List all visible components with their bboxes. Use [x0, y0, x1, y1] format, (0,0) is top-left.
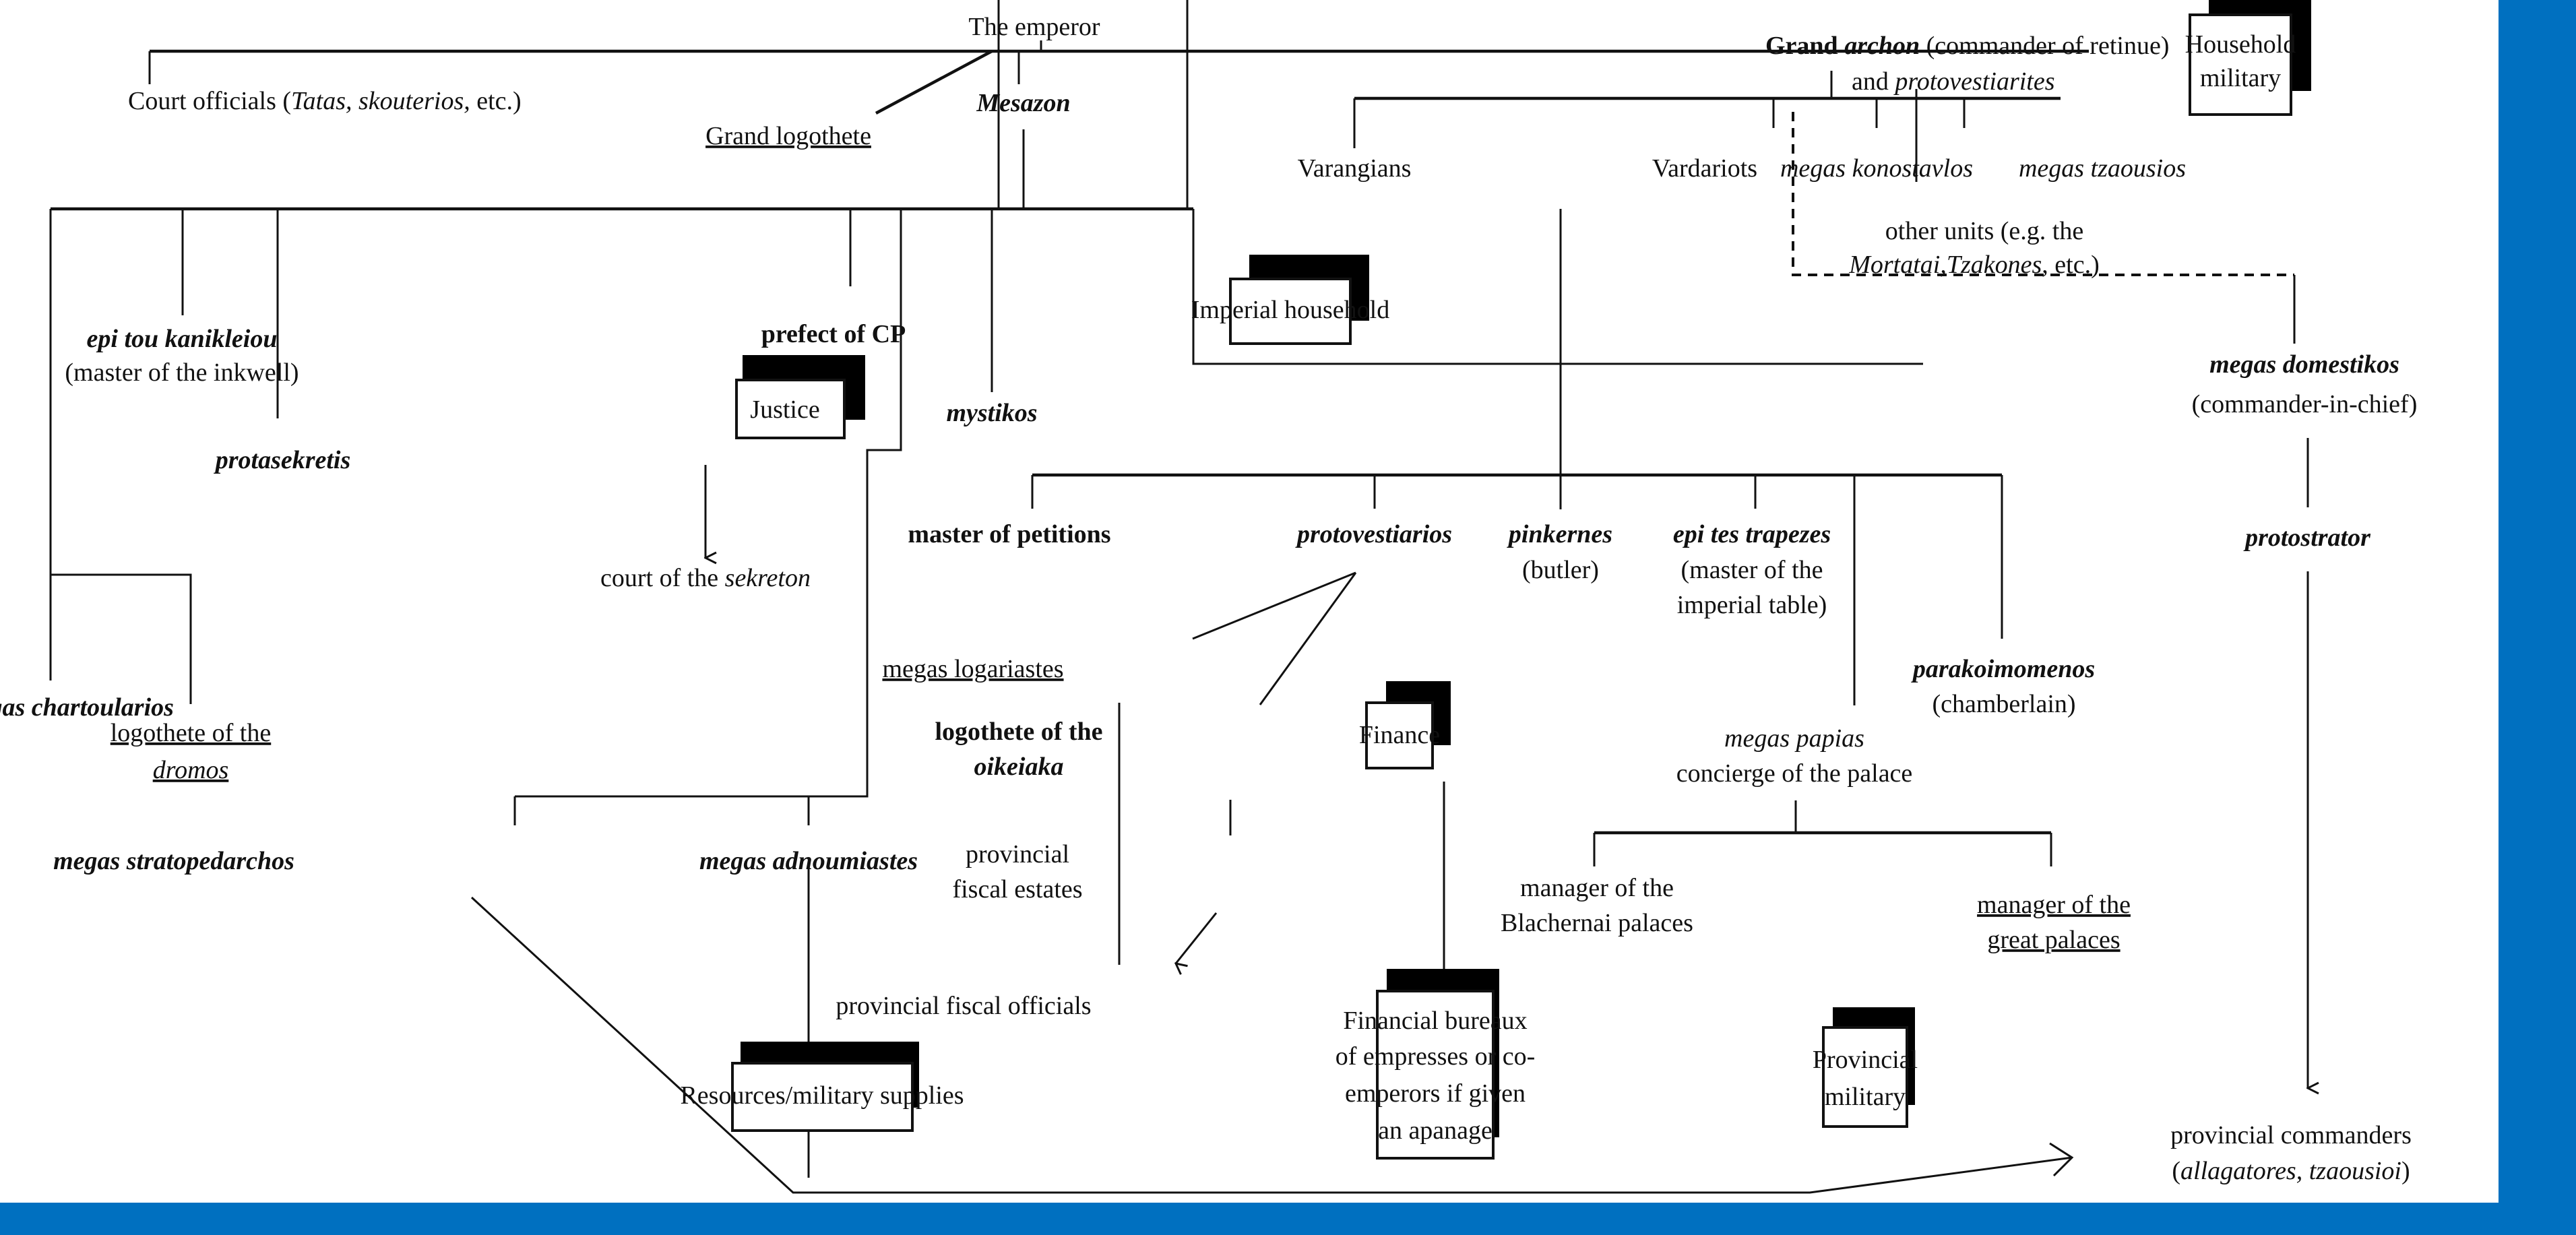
- line-to-grand-logothete: [875, 50, 993, 115]
- svg-text:emperors if given: emperors if given: [1345, 1079, 1526, 1108]
- node-epi-tou-kanikleiou: epi tou kanikleiou: [87, 325, 278, 353]
- svg-text:Justice: Justice: [750, 395, 819, 424]
- node-provincial-commanders-line2: (allagatores, tzaousioi): [2172, 1157, 2410, 1185]
- node-logothete-oikeiaka-line2: oikeiaka: [974, 753, 1064, 781]
- box-provincial-military-line1: Provincial: [1813, 1046, 1918, 1074]
- node-epi-tes-trapezes: epi tes trapezes: [1673, 520, 1831, 548]
- box-finance-label: Finance: [1359, 721, 1440, 749]
- box-imperial-household: Imperial household: [1191, 255, 1389, 345]
- arrow-stratopedarchos-to-commanders: [470, 896, 2073, 1194]
- node-grand-archon: Grand archon (commander of retinue): [1765, 32, 2169, 60]
- svg-text:Finance: Finance: [1359, 721, 1440, 749]
- node-prefect-of-cp: prefect of CP: [761, 320, 906, 348]
- node-grand-logothete: Grand logothete: [705, 122, 871, 150]
- connectors: [49, 0, 2308, 1194]
- node-emperor: The emperor: [968, 13, 1100, 41]
- svg-text:Financial bureaux: Financial bureaux: [1343, 1007, 1527, 1035]
- svg-text:of empresses or co-: of empresses or co-: [1336, 1042, 1536, 1071]
- node-megas-tzaousios: megas tzaousios: [2019, 154, 2186, 183]
- box-finance: Finance: [1359, 681, 1451, 769]
- box-imperial-household-label: Imperial household: [1191, 296, 1389, 324]
- node-epi-tes-trapezes-desc2: imperial table): [1677, 591, 1827, 619]
- nodes: The emperor Court officials (Tatas, skou…: [0, 13, 2417, 1185]
- box-household-military: Household military: [2185, 0, 2311, 116]
- node-parakoimomenos-desc: (chamberlain): [1932, 690, 2075, 718]
- arrow-to-fiscal-officials: [1176, 912, 1218, 963]
- svg-text:Provincial: Provincial: [1813, 1046, 1918, 1074]
- node-manager-blachernai-line2: Blachernai palaces: [1501, 909, 1693, 937]
- node-megas-chartoularios: megas chartoularios: [0, 693, 174, 722]
- node-mesazon: Mesazon: [976, 89, 1070, 117]
- box-financial-bureaux-line4: an apanage: [1378, 1116, 1493, 1145]
- node-provincial-fiscal-estates: provincial: [966, 840, 1069, 868]
- line-protovestiarios-to-oikeiaka: [1259, 572, 1357, 705]
- svg-text:military: military: [2200, 64, 2281, 92]
- node-manager-blachernai: manager of the: [1520, 874, 1674, 902]
- line-protovestiarios-to-logariastes: [1192, 571, 1356, 640]
- node-megas-domestikos: megas domestikos: [2209, 350, 2399, 379]
- node-parakoimomenos: parakoimomenos: [1911, 655, 2095, 683]
- box-household-military-line2: military: [2200, 64, 2281, 92]
- box-justice: Justice: [735, 355, 865, 439]
- org-chart: Household military Imperial household Ju…: [0, 0, 2417, 1194]
- node-megas-adnoumiastes: megas adnoumiastes: [699, 847, 918, 875]
- node-protostrator: protostrator: [2243, 524, 2371, 552]
- node-court-officials: Court officials (Tatas, skouterios, etc.…: [128, 87, 522, 115]
- box-resources-label: Resources/military supplies: [680, 1081, 964, 1110]
- box-household-military-line1: Household: [2185, 30, 2296, 59]
- node-other-units-line2: Mortatai,Tzakones, etc.): [1848, 251, 2100, 279]
- box-financial-bureaux-line3: emperors if given: [1345, 1079, 1526, 1108]
- node-provincial-fiscal-officials: provincial fiscal officials: [836, 992, 1091, 1020]
- node-manager-great-line2: great palaces: [1987, 926, 2120, 954]
- node-provincial-fiscal-estates-line2: fiscal estates: [952, 875, 1082, 904]
- node-epi-tes-trapezes-desc1: (master of the: [1680, 556, 1823, 584]
- node-pinkernes: pinkernes: [1507, 520, 1612, 548]
- node-megas-konostavlos: megas konostavlos: [1780, 154, 1973, 183]
- box-provincial-military-line2: military: [1825, 1083, 1906, 1111]
- node-mystikos: mystikos: [946, 399, 1037, 427]
- box-financial-bureaux-line1: Financial bureaux: [1343, 1007, 1527, 1035]
- node-logothete-oikeiaka: logothete of the: [935, 718, 1102, 746]
- node-varangians: Varangians: [1298, 154, 1412, 183]
- dashed-line-other-units: [1792, 112, 2294, 276]
- node-epi-tou-kanikleiou-desc: (master of the inkwell): [65, 358, 299, 387]
- box-financial-bureaux-line2: of empresses or co-: [1336, 1042, 1536, 1071]
- node-pinkernes-desc: (butler): [1522, 556, 1599, 584]
- node-megas-papias-desc: concierge of the palace: [1676, 759, 1913, 788]
- node-court-of-sekreton: court of the sekreton: [600, 564, 811, 592]
- svg-text:Imperial household: Imperial household: [1191, 296, 1389, 324]
- svg-text:Resources/military supplies: Resources/military supplies: [680, 1081, 964, 1110]
- node-protovestiarios: protovestiarios: [1295, 520, 1452, 548]
- line-right-of-justice: [515, 209, 902, 798]
- node-megas-papias: megas papias: [1724, 724, 1864, 753]
- box-justice-label: Justice: [750, 395, 819, 424]
- node-megas-domestikos-desc: (commander-in-chief): [2192, 390, 2418, 418]
- svg-text:an apanage: an apanage: [1378, 1116, 1493, 1145]
- node-manager-great: manager of the: [1977, 891, 2131, 919]
- node-other-units: other units (e.g. the: [1885, 217, 2083, 245]
- node-protasekretis: protasekretis: [214, 446, 351, 474]
- node-grand-archon-line2: and protovestiarites: [1852, 67, 2055, 96]
- node-vardariots: Vardariots: [1652, 154, 1757, 183]
- box-provincial-military: Provincial military: [1813, 1007, 1918, 1128]
- line-dromos-bracket: [51, 573, 192, 704]
- node-logothete-dromos-line2: dromos: [153, 756, 229, 784]
- line-to-megas-domestikos-trunk: [1192, 209, 1923, 365]
- box-financial-bureaux: Financial bureaux of empresses or co- em…: [1336, 969, 1536, 1160]
- node-megas-logariastes: megas logariastes: [882, 655, 1063, 683]
- box-resources: Resources/military supplies: [680, 1042, 964, 1132]
- diagram-canvas: Household military Imperial household Ju…: [0, 0, 2499, 1203]
- node-provincial-commanders: provincial commanders: [2170, 1121, 2412, 1149]
- svg-text:Household: Household: [2185, 30, 2296, 59]
- node-megas-stratopedarchos: megas stratopedarchos: [53, 847, 294, 875]
- node-logothete-dromos: logothete of the: [111, 719, 271, 747]
- svg-text:military: military: [1825, 1083, 1906, 1111]
- node-master-of-petitions: master of petitions: [908, 520, 1110, 548]
- arrowhead-commanders: [2049, 1142, 2074, 1177]
